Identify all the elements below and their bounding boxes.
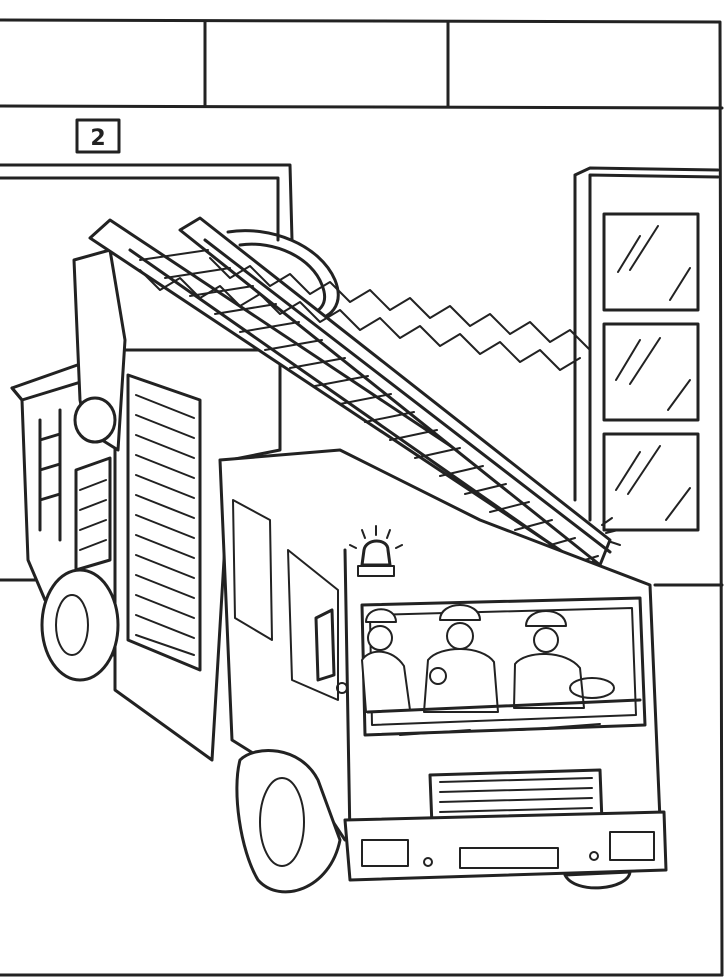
wheel-front-right (563, 870, 632, 890)
front-bumper (343, 810, 668, 882)
aerial-ladder (88, 216, 612, 577)
side-mirror (314, 608, 336, 682)
ladder-hoop (226, 229, 340, 322)
truck-cab (218, 448, 668, 882)
firefighter-left (361, 608, 411, 713)
garage-door-inner-frame (0, 176, 280, 242)
ladder-turntable (72, 229, 340, 452)
building-outline (0, 18, 724, 977)
roof-line (0, 104, 724, 110)
wipers (399, 723, 601, 736)
window-pane-bottom (602, 432, 700, 532)
bay-number-label: 2 (90, 126, 105, 151)
side-window-rear (232, 499, 273, 641)
fire-station-building: 2 (0, 18, 724, 977)
side-panel (74, 456, 112, 572)
wheel-front (235, 749, 342, 894)
headlight-left (361, 839, 409, 867)
firefighter-center (423, 604, 499, 713)
bay-number-sign: 2 (75, 118, 121, 154)
cab-front-edge (343, 548, 352, 842)
fire-truck (10, 216, 668, 894)
steering-wheel (569, 677, 615, 699)
roll-shutter-door (126, 373, 202, 672)
station-door-with-windows (573, 166, 720, 546)
siren-light-icon (349, 525, 403, 577)
wheel-rear (40, 568, 120, 682)
dashboard (366, 698, 642, 714)
headlight-right (609, 831, 655, 861)
window-pane-top (602, 212, 700, 312)
license-plate (459, 847, 559, 869)
garage-door-frame (0, 163, 294, 242)
window-pane-middle (602, 322, 700, 422)
door-handle (336, 682, 348, 694)
firefighter-driver (513, 610, 615, 709)
